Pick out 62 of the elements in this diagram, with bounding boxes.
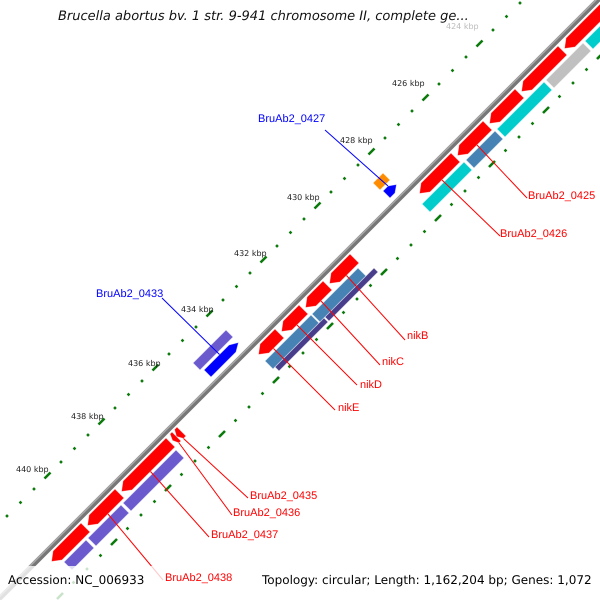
gene-block [521,45,568,92]
accession-text: Accession: NC_006933 [8,574,144,586]
title: Brucella abortus bv. 1 str. 9-941 chromosome II, complete ge... [58,10,469,23]
gene-block [203,342,240,378]
gene-block [281,304,309,332]
scale-label: 438 kbp [71,413,104,421]
gene-block [489,88,525,124]
leader-line [296,324,358,386]
gene-label: nikD [360,380,382,391]
leader-line [162,298,220,355]
gene-block [51,522,91,562]
gene-block [324,267,379,322]
leader-line [183,438,248,498]
gene-label: BruAb2_0427 [258,114,326,125]
gene-label: BruAb2_0425 [528,191,596,202]
gene-block [545,42,592,89]
gene-block [192,329,234,371]
gene-label: BruAb2_0435 [250,491,318,502]
scale-label: 428 kbp [340,137,373,145]
gene-block [421,161,473,213]
gene-block [264,314,320,370]
gene-label: BruAb2_0426 [500,229,568,240]
gene-block [121,437,176,492]
gene-block [372,172,391,191]
scale-label: 436 kbp [128,360,161,368]
gene-block [170,431,182,444]
leader-line [346,275,406,340]
gene-block [496,81,553,138]
gene-block [174,426,187,439]
gene-label: nikB [407,331,428,342]
gene-label: BruAb2_0436 [233,508,300,519]
leader-line [150,471,210,538]
gene-block [382,184,397,199]
scale-label: 426 kbp [392,80,425,88]
gene-block [457,120,493,156]
leader-line [273,348,336,410]
scale-label: 434 kbp [181,306,214,314]
leader-line [320,300,380,366]
genome-stats-text: Topology: circular; Length: 1,162,204 bp; Genes: 1,072 [262,574,592,586]
gene-label: nikC [382,357,404,368]
gene-block [258,328,285,355]
gene-block [87,488,125,526]
scale-label: 430 kbp [287,194,320,202]
gene-block [274,317,329,372]
gene-block [305,280,333,308]
gene-label: nikE [338,403,360,414]
gene-block [311,267,367,323]
scale-label: 432 kbp [234,250,267,258]
gene-label: BruAb2_0437 [211,530,278,541]
gene-block [465,130,504,169]
leader-line [476,144,528,198]
gene-block [87,504,130,547]
leader-line [178,442,232,516]
leader-line [442,180,500,236]
gene-block [419,152,461,194]
gene-block [329,253,360,284]
scale-label: 440 kbp [16,466,49,474]
gene-label: BruAb2_0433 [96,289,164,300]
gene-block [122,449,185,512]
leader-line [324,130,388,186]
gene-label: BruAb2_0438 [165,573,232,584]
scale-label: 424 kbp [446,23,479,31]
